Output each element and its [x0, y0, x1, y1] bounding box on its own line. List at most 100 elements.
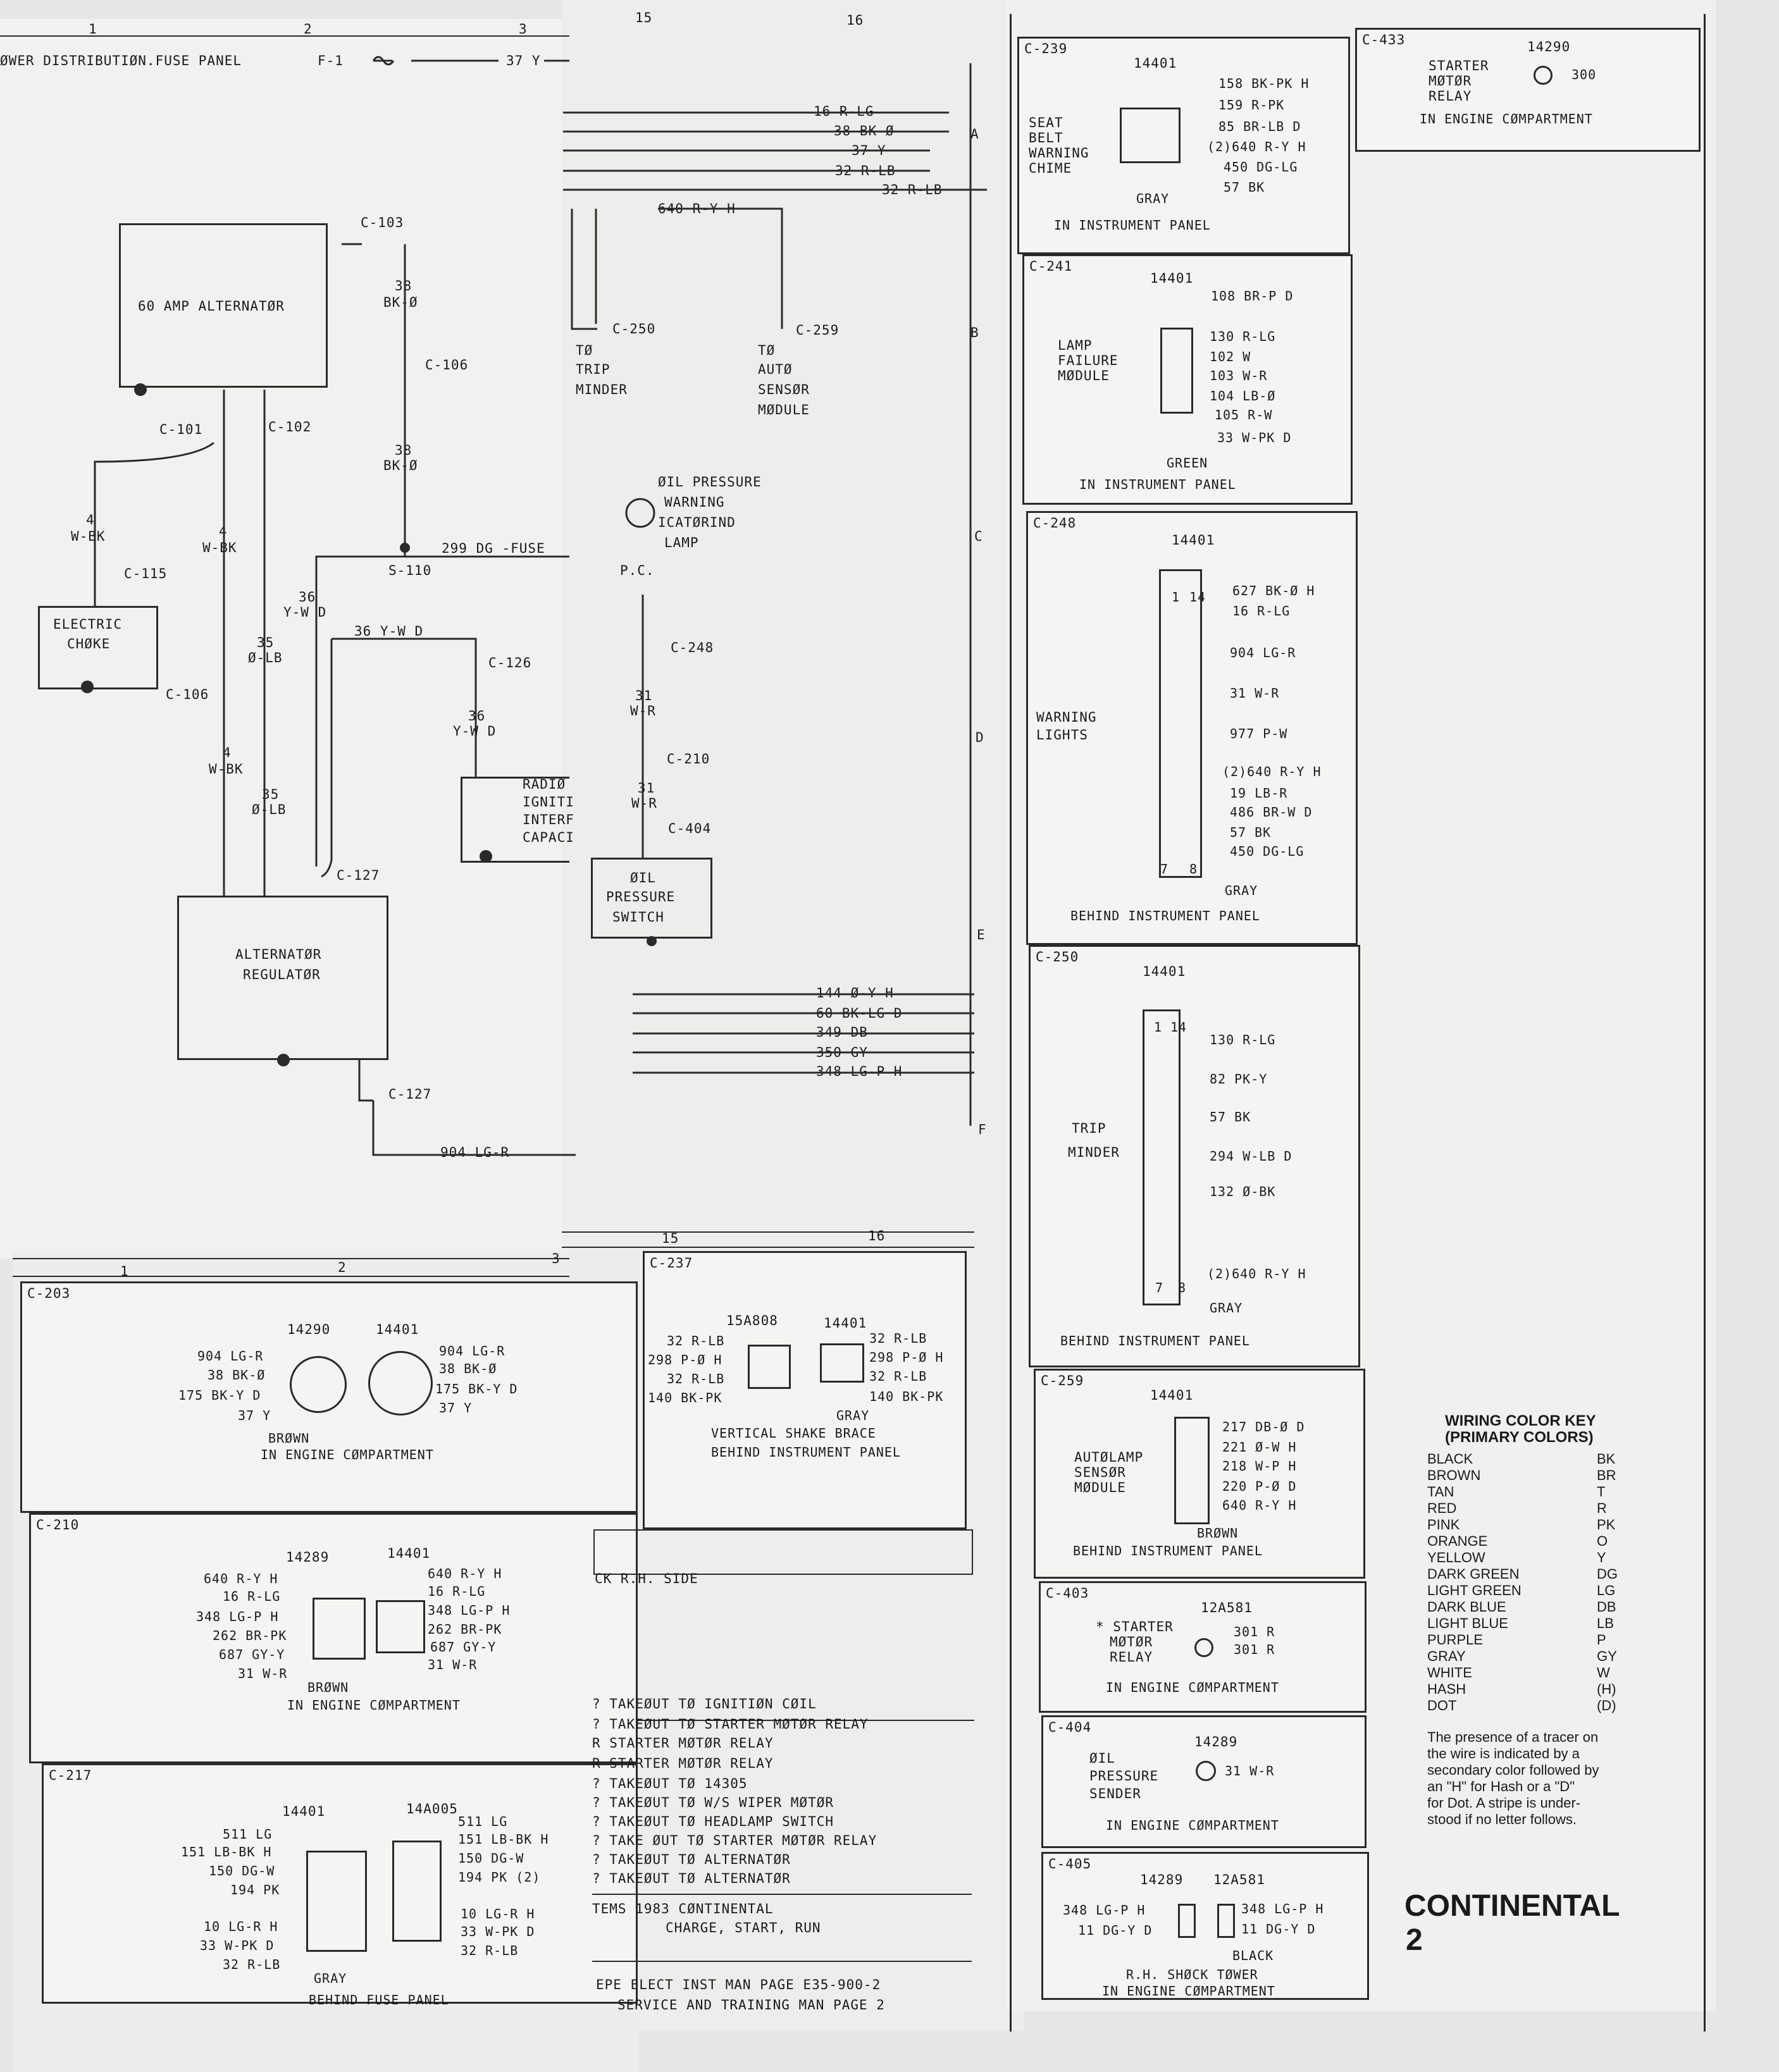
c239-pin-4: (2)640 R-Y H	[1207, 139, 1306, 154]
to-trip-3: MINDER	[576, 382, 628, 397]
c237-plug-right	[820, 1343, 864, 1383]
c210-r2: 16 R-LG	[428, 1584, 486, 1599]
c433-label-1: STARTER	[1429, 58, 1489, 73]
key-color-name: TAN	[1427, 1484, 1454, 1500]
c259-label-3: MØDULE	[1074, 1480, 1126, 1495]
c248-pin-10: 450 DG-LG	[1230, 844, 1305, 859]
pc-label: P.C.	[620, 563, 655, 578]
wire-31b-num: 31	[638, 780, 655, 796]
c250-label-1: TRIP	[1072, 1121, 1106, 1136]
c403-label-2: MØTØR	[1110, 1634, 1153, 1650]
wire-4a-color: W-BK	[71, 529, 106, 544]
note-9: ? TAKEØUT TØ ALTERNATØR	[592, 1852, 791, 1867]
c250-pin-num-1: 1	[1154, 1020, 1163, 1035]
key-title: WIRING COLOR KEY	[1445, 1412, 1596, 1429]
row-a: A	[970, 126, 979, 142]
key-color-name: DOT	[1427, 1698, 1457, 1713]
c259-pin-3: 218 W-P H	[1222, 1458, 1297, 1474]
c217-l5: 10 LG-R H	[204, 1919, 278, 1934]
key-color-name: YELLOW	[1427, 1550, 1485, 1565]
c210-r4: 262 BR-PK	[428, 1622, 502, 1637]
col-3: 3	[519, 22, 528, 37]
c239-pin-2: 159 R-PK	[1218, 97, 1285, 113]
c404-title: C-404	[1048, 1720, 1092, 1735]
key-subtitle: (PRIMARY COLORS)	[1445, 1429, 1594, 1446]
key-color-code: LG	[1597, 1582, 1616, 1598]
c248-pin-num-8: 8	[1189, 861, 1198, 877]
wire-36a-num: 36	[299, 589, 316, 605]
c203-l1: 904 LG-R	[197, 1348, 264, 1364]
c237-location-2: BEHIND INSTRUMENT PANEL	[711, 1445, 901, 1460]
c241-pin-3: 102 W	[1210, 349, 1251, 364]
c248-pin-num-14: 14	[1189, 589, 1206, 605]
c217-plug-right	[392, 1841, 442, 1942]
c404-terminal-icon	[1196, 1761, 1216, 1781]
page-number: 2	[1406, 1923, 1423, 1957]
c250-part: 14401	[1143, 964, 1186, 979]
c115-label: C-115	[124, 566, 168, 581]
c237-part-1: 15A808	[726, 1313, 778, 1328]
radio-label-1: RADIØ	[523, 777, 566, 792]
c239-title: C-239	[1024, 41, 1068, 56]
c237-plug-left	[748, 1345, 791, 1389]
c239-label-3: WARNING	[1029, 145, 1089, 161]
c433-part: 14290	[1527, 39, 1571, 54]
c237-l4: 140 BK-PK	[648, 1390, 722, 1405]
c259-pin-4: 220 P-Ø D	[1222, 1479, 1297, 1494]
c241-label-2: FAILURE	[1058, 353, 1119, 368]
c217-plug-left	[306, 1851, 367, 1952]
note-10: ? TAKEØUT TØ ALTERNATØR	[592, 1871, 791, 1886]
c210-plug-right	[376, 1600, 425, 1653]
c403-terminal-icon	[1194, 1638, 1213, 1657]
note-8: ? TAKE ØUT TØ STARTER MØTØR RELAY	[592, 1833, 877, 1848]
right-page-frame	[1010, 14, 1706, 2032]
c259-label-2: SENSØR	[1074, 1465, 1126, 1480]
c210-l3: 348 LG-P H	[196, 1609, 279, 1624]
c241-plug	[1160, 328, 1193, 414]
c210-r3: 348 LG-P H	[428, 1603, 511, 1618]
wire-36b-label: 36 Y-W D	[354, 624, 424, 639]
connector-c433: C-433	[1355, 28, 1701, 152]
c403-label-1: * STARTER	[1096, 1619, 1174, 1634]
c217-l3: 150 DG-W	[209, 1863, 275, 1878]
note-3: R STARTER MØTØR RELAY	[592, 1736, 774, 1751]
c250-pin-4: 294 W-LB D	[1210, 1149, 1292, 1164]
c210-r5: 687 GY-Y	[430, 1639, 497, 1655]
key-color-name: ORANGE	[1427, 1533, 1488, 1549]
wire-bot-5: 348 LG-P H	[816, 1064, 903, 1079]
c203-color: BRØWN	[268, 1431, 310, 1446]
to-trip-2: TRIP	[576, 362, 611, 377]
key-note-3: secondary color followed by	[1427, 1762, 1599, 1778]
c259-ref-label: C-259	[796, 323, 840, 338]
c405-plug-left	[1178, 1904, 1196, 1938]
manual-line-1: EPE ELECT INST MAN PAGE E35-900-2	[596, 1977, 881, 1992]
c259-pin-5: 640 R-Y H	[1222, 1498, 1297, 1513]
c101-label: C-101	[159, 422, 203, 437]
key-color-name: DARK GREEN	[1427, 1566, 1520, 1582]
c250-label-2: MINDER	[1068, 1145, 1120, 1160]
c239-pin-6: 57 BK	[1224, 180, 1265, 195]
to-trip-1: TØ	[576, 343, 593, 358]
low-col-3: 3	[552, 1251, 561, 1266]
c405-part-1: 14289	[1140, 1872, 1184, 1887]
key-color-name: LIGHT GREEN	[1427, 1582, 1522, 1598]
key-color-code: W	[1597, 1665, 1610, 1680]
key-color-name: GRAY	[1427, 1648, 1466, 1664]
c241-pin-1: 108 BR-P D	[1211, 288, 1294, 304]
regulator-label-2: REGULATØR	[243, 967, 321, 982]
connector-c237: C-237	[643, 1251, 967, 1529]
c127a-label: C-127	[337, 868, 380, 883]
c203-title: C-203	[27, 1286, 71, 1301]
radio-label-2: IGNITI	[523, 794, 574, 810]
c203-part-1: 14290	[287, 1322, 331, 1337]
c250-pin-3: 57 BK	[1210, 1109, 1251, 1125]
c210-ref-label: C-210	[667, 751, 710, 767]
c241-pin-5: 104 LB-Ø	[1210, 388, 1276, 404]
key-note-1: The presence of a tracer on	[1427, 1729, 1599, 1745]
note-1: ? TAKEØUT TØ IGNITIØN CØIL	[592, 1696, 817, 1711]
col-16: 16	[846, 13, 864, 28]
c250-ref-label: C-250	[612, 321, 656, 336]
row-f: F	[978, 1122, 987, 1137]
c241-part: 14401	[1150, 271, 1194, 286]
wire-904-label: 904 LG-R	[440, 1145, 510, 1160]
